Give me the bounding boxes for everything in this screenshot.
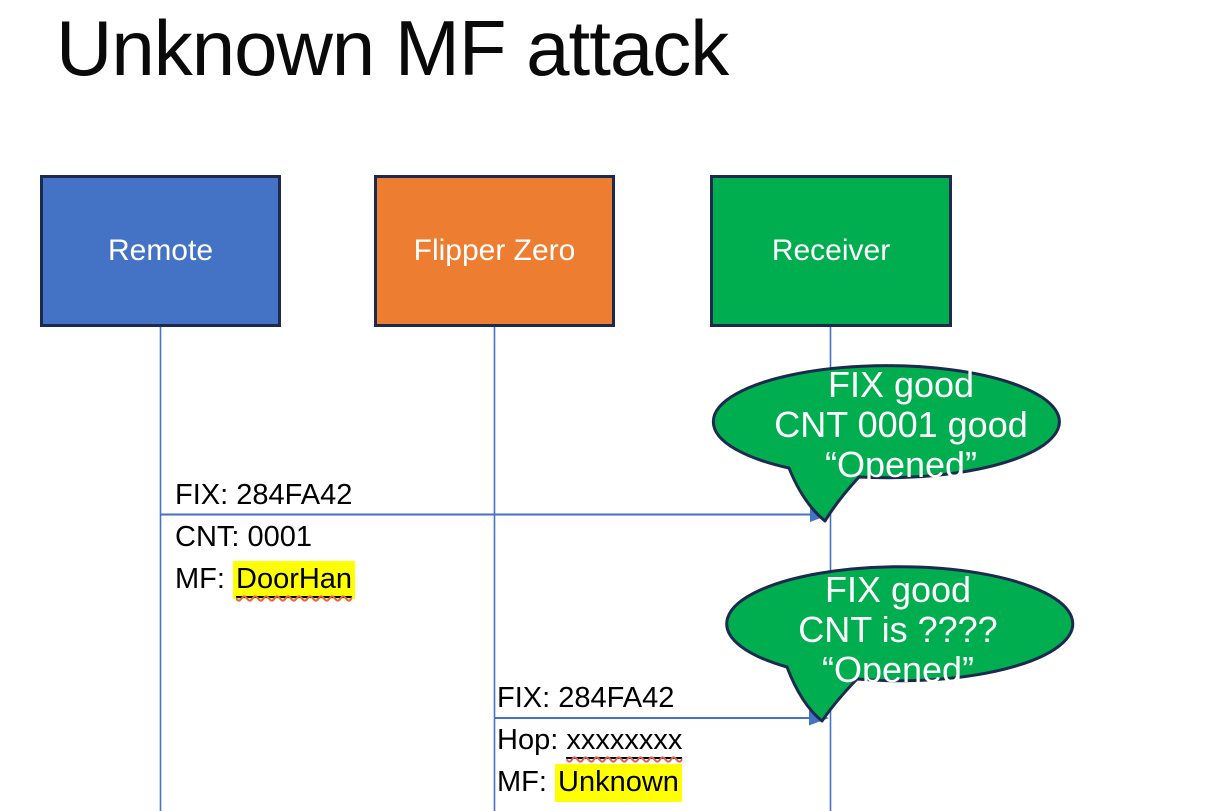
callout-2-line-2: CNT is ????: [798, 609, 998, 650]
message-1-line-fix: FIX: 284FA42: [175, 479, 353, 511]
message-1-label: FIX: 284FA42 CNT: 0001 MF: DoorHan: [175, 474, 356, 600]
message-1-line-cnt: CNT: 0001: [175, 521, 313, 553]
actor-box-remote: Remote: [40, 175, 281, 327]
callout-2-line-3: “Opened”: [821, 649, 975, 690]
callout-2-line-1: FIX good: [824, 569, 972, 610]
message-2-line-mf: MF: Unknown: [497, 761, 682, 803]
callout-bubble-1: [711, 364, 1061, 523]
actor-label-flipper-zero: Flipper Zero: [413, 234, 576, 267]
slide-title: Unknown MF attack: [56, 4, 729, 92]
message-1-line-mf: MF: DoorHan: [175, 558, 356, 600]
message-2-line-hop: Hop: xxxxxxxx: [497, 719, 683, 761]
actor-label-receiver: Receiver: [771, 234, 891, 267]
message-2-label: FIX: 284FA42 Hop: xxxxxxxx MF: Unknown: [497, 677, 683, 803]
callout-1-line-2: CNT 0001 good: [774, 404, 1028, 445]
callout-1-line-1: FIX good: [827, 364, 975, 405]
message-2-mf-prefix: MF:: [497, 766, 555, 798]
message-1-mf-prefix: MF:: [175, 563, 233, 595]
message-2-hop-prefix: Hop:: [497, 724, 567, 756]
actor-box-receiver: Receiver: [710, 175, 952, 327]
message-2-hop-value: xxxxxxxx: [566, 724, 683, 759]
callout-2-text: FIX good CNT is ???? “Opened”: [725, 570, 1071, 690]
actor-box-flipper-zero: Flipper Zero: [374, 175, 615, 327]
message-2-line-fix: FIX: 284FA42: [497, 682, 675, 714]
message-2-mf-value-highlighted: Unknown: [555, 764, 682, 802]
callout-1-text: FIX good CNT 0001 good “Opened”: [728, 365, 1074, 485]
actor-label-remote: Remote: [107, 234, 214, 267]
callout-bubble-2: [725, 565, 1075, 723]
callout-1-line-3: “Opened”: [824, 444, 978, 485]
message-1-mf-value-highlighted: DoorHan: [233, 561, 356, 599]
